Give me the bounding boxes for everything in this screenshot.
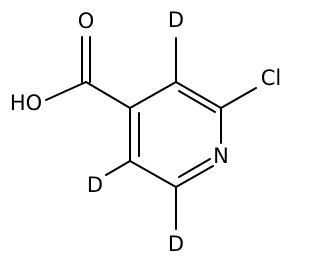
bond-carboxyl-hydroxyl xyxy=(45,81,87,101)
hydroxyl-label: HO xyxy=(10,91,42,115)
ring-nitrogen-label: N xyxy=(213,144,229,168)
chlorine-label: Cl xyxy=(261,66,282,90)
bond-c3-c2 xyxy=(175,81,222,109)
bond-n-c6 xyxy=(175,165,214,188)
deuterium-c5-label: D xyxy=(87,173,103,197)
bond-n-c6-inner xyxy=(178,158,211,178)
deuterium-c6-label: D xyxy=(168,232,184,256)
bond-c3-c2-inner xyxy=(178,90,216,113)
bond-c4-c3 xyxy=(129,81,177,109)
carbonyl-oxygen-label: O xyxy=(78,9,95,33)
atom-labels: O HO D Cl N D D xyxy=(10,8,281,256)
bond-c5-d xyxy=(105,160,131,176)
chemical-structure: O HO D Cl N D D xyxy=(10,8,281,256)
bond-c6-c5 xyxy=(129,160,177,188)
bond-c4-carboxyl-carbon xyxy=(85,81,131,109)
deuterium-c3-label: D xyxy=(168,8,184,32)
bonds xyxy=(45,36,257,230)
bond-c2-cl xyxy=(220,87,257,109)
